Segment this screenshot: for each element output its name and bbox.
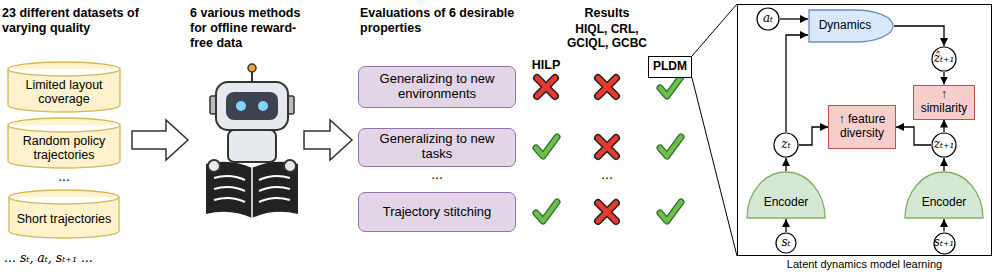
- cross-mark: [598, 138, 616, 156]
- robot-icon: [206, 64, 298, 218]
- cross-mark: [537, 78, 555, 96]
- node-label: Encoder: [764, 196, 809, 210]
- node-label: Short trajectories: [17, 212, 111, 226]
- shape-outline: [9, 190, 119, 238]
- loss-box: ↑ feature diversity: [828, 105, 896, 149]
- column-heading: 6 various methods for offline reward-fre…: [190, 6, 318, 51]
- property-box: Generalizing to new environments: [358, 66, 516, 108]
- text-label: ...: [8, 168, 120, 185]
- node-label: ↑ feature diversity: [833, 113, 891, 141]
- node-label: zₜ₊₁: [934, 138, 954, 152]
- node-label: Dynamics: [819, 19, 872, 33]
- column-heading: HIQL, CRL, GCIQL, GCBC: [562, 22, 652, 51]
- shape-outline: [8, 62, 120, 112]
- node-label: aₜ: [763, 12, 773, 26]
- text-label: ...: [567, 166, 647, 183]
- panel-caption: Latent dynamics model learning: [718, 258, 997, 271]
- flow-arrow: [894, 26, 944, 46]
- node-label: Random policy trajectories: [13, 134, 115, 163]
- dynamics-block: Dynamics: [808, 9, 894, 43]
- hollow-arrow: [132, 120, 188, 160]
- shape-outline: [809, 10, 893, 42]
- dataset-cylinder: Limited layout coverage: [7, 62, 121, 112]
- hollow-arrow: [304, 120, 352, 160]
- node-label: Generalizing to new tasks: [365, 132, 509, 162]
- circle-outline: [932, 133, 956, 157]
- flow-arrow: [943, 120, 944, 133]
- node-label: Trajectory stitching: [383, 205, 492, 220]
- variable-circle: zₜ₊₁: [931, 132, 957, 158]
- column-heading: Evaluations of 6 desirable properties: [360, 6, 538, 36]
- encoder-block: Encoder: [746, 171, 826, 219]
- node-label: Generalizing to new environments: [365, 72, 509, 102]
- node-label: sₜ₊₁: [934, 236, 954, 250]
- variable-circle: aₜ: [756, 7, 780, 31]
- flow-arrow: [943, 219, 944, 232]
- column-heading: 23 different datasets of varying quality: [2, 6, 162, 36]
- node-label: Encoder: [922, 196, 967, 210]
- result-marks: [536, 77, 681, 221]
- cross-mark: [598, 203, 616, 221]
- text-label: ... sₜ, aₜ, sₜ₊₁ ...: [4, 250, 164, 265]
- dataset-cylinder: Random policy trajectories: [7, 118, 121, 168]
- shape-outline: [905, 172, 983, 218]
- flow-arrow: [943, 72, 944, 85]
- variable-circle: sₜ₊₁: [933, 232, 956, 255]
- circle-outline: [776, 233, 796, 253]
- zoom-line: [692, 4, 737, 56]
- variable-circle: sₜ: [775, 232, 797, 254]
- node-label: Limited layout coverage: [13, 78, 115, 107]
- circle-outline: [757, 8, 779, 30]
- zoom-line: [692, 78, 737, 256]
- check-mark: [660, 77, 681, 96]
- flow-arrow: [785, 158, 786, 171]
- variable-circle: ẑₜ₊₁: [931, 46, 957, 72]
- zoom-panel: Latent dynamics model learningaₜDynamics…: [737, 4, 992, 256]
- node-label: ↑ similarity: [918, 88, 970, 116]
- column-heading: Results: [567, 6, 647, 21]
- loss-box: ↑ similarity: [913, 85, 975, 120]
- flow-arrow: [943, 158, 944, 171]
- circle-outline: [932, 47, 956, 71]
- flow-arrow: [896, 127, 931, 145]
- column-heading: HILP: [522, 58, 570, 73]
- shape-outline: [8, 118, 120, 168]
- encoder-block: Encoder: [904, 171, 984, 219]
- variable-circle: zₜ: [773, 132, 799, 158]
- flow-arrow: [786, 35, 808, 132]
- node-label: zₜ: [781, 138, 790, 152]
- method-box: PLDM: [648, 56, 692, 78]
- check-mark: [660, 202, 681, 221]
- check-mark: [536, 202, 557, 221]
- check-mark: [660, 137, 681, 156]
- cross-mark: [598, 78, 616, 96]
- property-box: Generalizing to new tasks: [358, 128, 516, 167]
- circle-outline: [774, 133, 798, 157]
- flow-arrow: [780, 18, 808, 19]
- dataset-cylinder: Short trajectories: [8, 190, 120, 238]
- text-label: ...: [358, 166, 516, 183]
- flow-arrow: [799, 127, 828, 145]
- node-label: PLDM: [653, 60, 687, 74]
- check-mark: [536, 137, 557, 156]
- flow-arrow: [785, 219, 786, 232]
- node-label: sₜ: [781, 236, 790, 250]
- node-label: ẑₜ₊₁: [934, 52, 954, 66]
- property-box: Trajectory stitching: [358, 192, 516, 232]
- shape-outline: [747, 172, 825, 218]
- circle-outline: [934, 233, 955, 254]
